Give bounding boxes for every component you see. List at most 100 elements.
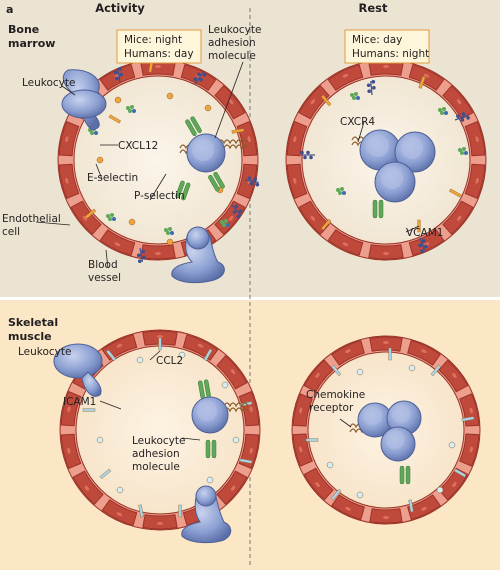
icam1-molecule [330,364,342,377]
endothelial-cell [369,508,403,524]
endothelial-cell [101,499,138,526]
cxcl12-dot [166,92,174,100]
label-blood-vessel-1: Blood [88,259,118,271]
label-leukocyte: Leukocyte [22,77,75,89]
activity-time-line-1: Mice: night [124,34,182,46]
icam1-molecule [430,364,442,377]
cxcl12-molecule [108,114,121,124]
e-selectin-molecule [418,237,428,253]
activity-time-box: Mice: night Humans: day [116,29,202,64]
e-selectin-molecule [193,72,207,85]
cxcl12-dot [128,218,136,226]
cxcl12-dot [96,156,104,164]
e-selectin-molecule [114,66,124,83]
endothelial-cell [142,514,178,530]
e-selectin-molecule [244,176,260,187]
leukocyte-adhering-muscle [191,396,229,434]
ccl2-dot [408,364,416,372]
row-title-bone-marrow-1: Bone [8,23,39,36]
ccl2-dot [206,476,214,484]
leukocyte-transmigrating-muscle [181,485,232,544]
glycan-ligand [438,107,448,115]
label-adhesion-1: Leukocyte [208,24,261,36]
label-chemokine-1: Chemokine [306,389,365,401]
icam1-molecule [99,468,112,480]
cxcl12-molecule [320,218,332,231]
endothelial-cell [408,229,445,256]
endothelial-cell [408,64,445,91]
rest-time-line-2: Humans: night [352,48,429,60]
endothelial-cell [459,433,480,467]
label-e-selectin: E-selectin [87,172,138,184]
skeletal-muscle-rest-molecules [305,347,475,513]
endothelial-cell [464,121,486,157]
e-selectin-molecule [231,204,243,219]
endothelial-cell [368,244,404,260]
row-title-bone-marrow-2: marrow [8,37,55,50]
label-cxcl12: CXCL12 [118,140,158,152]
leukocyte-transmigrating [171,226,225,284]
ccl2-dot [96,436,104,444]
endothelial-cell [238,391,260,427]
icam1-molecule [178,504,182,518]
ccl2-dot [356,491,364,499]
adhesion-molecule [175,180,191,201]
adhesion-molecule [185,116,202,137]
endothelial-cell [60,391,82,427]
endothelial-cell [327,229,364,256]
ccl2-dot [221,381,229,389]
icam1-molecule [408,499,414,513]
icam1-molecule [82,408,96,412]
glycan-ligand [350,92,360,100]
label-leukocyte-muscle: Leukocyte [18,346,71,358]
cxcl12-molecule [84,208,97,220]
label-ccl2: CCL2 [156,355,183,367]
icam1-molecule [461,416,475,422]
cxcl12-molecule [320,94,332,107]
label-blood-vessel-2: vessel [88,272,121,284]
cxcl12-molecule [231,128,245,134]
ccl2-dot [356,368,364,376]
endothelial-cell [464,163,486,199]
endothelial-cell [236,163,258,199]
vessel-skeletal-muscle-rest [291,335,481,525]
row-title-skeletal-muscle-2: muscle [8,330,52,343]
leukocyte-cluster-rest-muscle [357,400,422,462]
icam1-molecule [158,337,162,351]
icam1-molecule [239,458,253,464]
column-header-rest: Rest [359,1,388,15]
glycan-ligand [336,187,346,195]
glycan-ligand [164,227,174,235]
icam1-molecule [388,347,392,361]
endothelial-cell [140,244,176,260]
ccl2-dot [436,486,444,494]
ccl2-dot [232,436,240,444]
e-selectin-molecule [366,80,376,96]
label-icam1: ICAM1 [63,396,96,408]
label-adhesion-muscle-2: adhesion [132,448,180,460]
adhesion-molecule [372,199,384,219]
label-endothelial-1: Endothelial [2,213,61,225]
row-title-skeletal-muscle-1: Skeletal [8,316,58,329]
icam1-molecule [330,488,342,501]
glycan-ligand [458,147,468,155]
endothelial-cell [60,433,82,469]
endothelial-cell [99,229,136,256]
ccl2-dot [136,356,144,364]
glycan-ligand [126,105,136,113]
leader-lines [35,61,420,441]
icam1-molecule [138,504,144,518]
glycan-ligand [106,213,116,221]
activity-time-line-2: Humans: day [124,48,194,60]
label-adhesion-muscle-3: molecule [132,461,180,473]
e-selectin-molecule [454,112,470,122]
ccl2-dot [116,486,124,494]
cxcl12-molecule [449,188,462,198]
leukocyte-adhering [186,133,226,173]
e-selectin-molecule [136,247,146,264]
cxcl12-dot [166,238,174,246]
endothelial-cell [327,64,364,91]
icam1-molecule [454,468,467,478]
